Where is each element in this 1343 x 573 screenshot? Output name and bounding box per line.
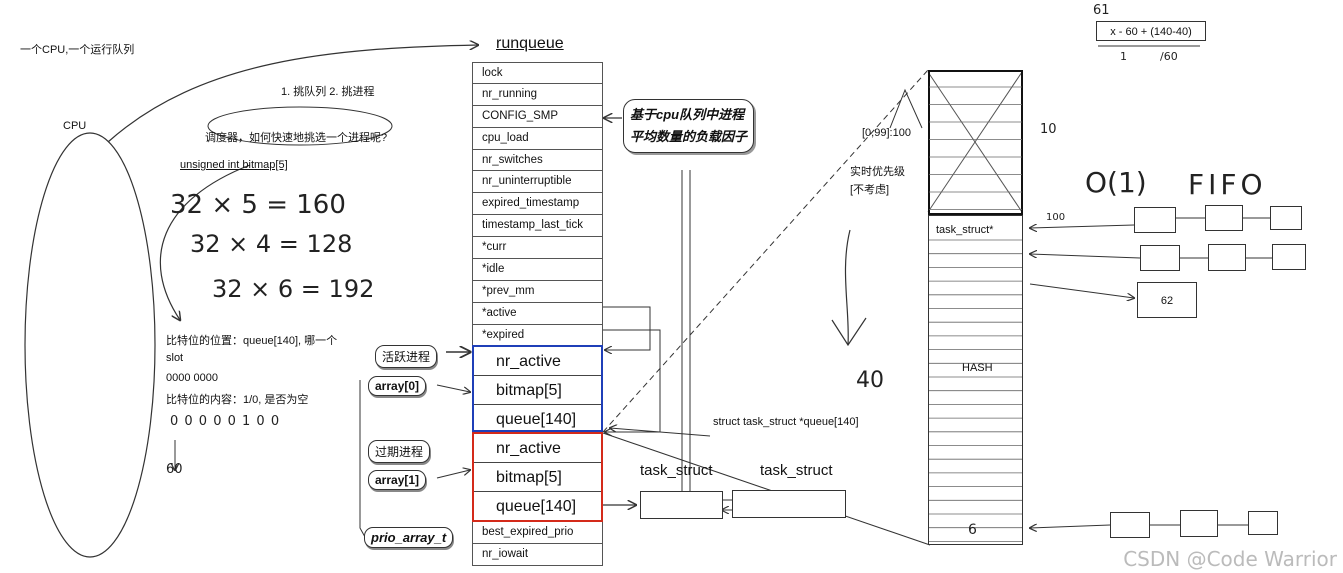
runqueue-title: runqueue bbox=[496, 35, 564, 52]
expired-prio-array: nr_active bitmap[5] queue[140] bbox=[472, 432, 603, 522]
bit-position-note-1: 比特位的位置：queue[140], 哪一个 bbox=[166, 335, 338, 347]
hand-math-line-3: 32 × 6 = 192 bbox=[212, 275, 375, 303]
expired-bitmap: bitmap[5] bbox=[474, 463, 601, 492]
rq-field: expired_timestamp bbox=[472, 193, 603, 216]
task-struct-node-1 bbox=[640, 491, 723, 519]
array1-tag: array[1] bbox=[368, 470, 427, 490]
hash-label: HASH bbox=[962, 362, 993, 374]
list-node bbox=[1270, 206, 1302, 230]
rq-field: CONFIG_SMP bbox=[472, 105, 603, 128]
rq-field: nr_uninterruptible bbox=[472, 171, 603, 194]
struct-queue-declaration: struct task_struct *queue[140] bbox=[713, 416, 859, 428]
hand-ten: 10 bbox=[1040, 122, 1057, 137]
bit-position-note-2: slot bbox=[166, 352, 184, 364]
rq-field: timestamp_last_tick bbox=[472, 215, 603, 238]
hand-fifo: FIFO bbox=[1188, 168, 1267, 201]
hand-math-line-2: 32 × 4 = 128 bbox=[190, 230, 353, 258]
task-struct-label-1: task_struct bbox=[640, 462, 713, 479]
task-struct-pointer: task_struct* bbox=[936, 224, 994, 236]
cpu-label: CPU bbox=[63, 120, 87, 132]
active-process-tag: 活跃进程 bbox=[375, 345, 438, 368]
list-node bbox=[1110, 512, 1150, 538]
rq-field: nr_switches bbox=[472, 149, 603, 172]
formula-bottom-2: /60 bbox=[1160, 50, 1178, 63]
hand-sixty: 60 bbox=[166, 462, 183, 477]
rq-field: *curr bbox=[472, 237, 603, 260]
active-queue: queue[140] bbox=[496, 411, 577, 428]
rq-field: best_expired_prio bbox=[472, 522, 603, 544]
bit-position-note-4: 比特位的内容：1/0, 是否为空 bbox=[166, 394, 309, 406]
ignore-label: [不考虑] bbox=[850, 184, 890, 196]
realtime-label: 实时优先级 bbox=[850, 166, 905, 178]
expired-process-tag: 过期进程 bbox=[368, 440, 431, 463]
expired-queue: queue[140] bbox=[496, 498, 577, 515]
expired-nr-active: nr_active bbox=[474, 434, 601, 463]
bit-position-note-3: 0000 0000 bbox=[166, 372, 218, 384]
hand-hundred: 100 bbox=[1046, 212, 1066, 223]
runqueue-table: lock nr_running CONFIG_SMP cpu_load nr_s… bbox=[472, 62, 603, 347]
formula-bottom-1: 1 bbox=[1120, 50, 1127, 63]
hand-forty: 40 bbox=[856, 368, 884, 393]
prio-array-t-tag: prio_array_t bbox=[364, 527, 454, 548]
list-node bbox=[1140, 245, 1180, 271]
active-bitmap: bitmap[5] bbox=[474, 376, 601, 405]
list-node bbox=[1248, 511, 1278, 535]
queue-140-table bbox=[928, 215, 1023, 545]
range-label: [0,99]:100 bbox=[862, 127, 911, 139]
hand-math-line-1: 32 × 5 = 160 bbox=[170, 190, 346, 220]
list-node bbox=[1208, 244, 1246, 271]
rq-field: cpu_load bbox=[472, 127, 603, 150]
bitmap-declaration: unsigned int bitmap[5] bbox=[180, 159, 288, 171]
list-node bbox=[1180, 510, 1218, 537]
formula-box: x - 60 + (140-40) bbox=[1096, 21, 1206, 41]
task-struct-label-2: task_struct bbox=[760, 462, 833, 479]
scheduler-question: 调度器，如何快速地挑选一个进程呢? bbox=[205, 132, 388, 144]
active-prio-array: nr_active bitmap[5] queue[140] bbox=[472, 345, 603, 432]
rq-field: *active bbox=[472, 302, 603, 325]
realtime-priority-block bbox=[928, 70, 1023, 215]
watermark: CSDN @Code Warrior bbox=[1123, 547, 1337, 571]
rq-field: *idle bbox=[472, 259, 603, 281]
bubble-line-2: 平均数量的负载因子 bbox=[630, 129, 748, 144]
list-node bbox=[1205, 205, 1243, 231]
list-node bbox=[1134, 207, 1176, 233]
hand-bits: 0 0 0 0 0 1 0 0 bbox=[170, 414, 281, 429]
hand-o1: O(1) bbox=[1085, 166, 1147, 199]
array0-tag: array[0] bbox=[368, 376, 427, 396]
top-left-note: 一个CPU,一个运行队列 bbox=[20, 44, 135, 56]
runqueue-table-bottom: best_expired_prio nr_iowait bbox=[472, 522, 603, 566]
load-factor-bubble: 基于cpu队列中进程 平均数量的负载因子 bbox=[623, 99, 755, 153]
box-62: 62 bbox=[1137, 282, 1197, 318]
steps-note: 1. 挑队列 2. 挑进程 bbox=[281, 86, 375, 98]
rq-field: lock bbox=[472, 62, 603, 84]
list-node bbox=[1272, 244, 1306, 270]
rq-field: nr_iowait bbox=[472, 543, 603, 566]
rq-field: *prev_mm bbox=[472, 280, 603, 303]
bubble-line-1: 基于cpu队列中进程 bbox=[630, 107, 745, 122]
task-struct-node-2 bbox=[732, 490, 846, 518]
active-nr-active: nr_active bbox=[474, 347, 601, 376]
rq-field: nr_running bbox=[472, 83, 603, 106]
hand-six: 6 bbox=[968, 522, 977, 538]
formula-top: 61 bbox=[1093, 3, 1110, 18]
